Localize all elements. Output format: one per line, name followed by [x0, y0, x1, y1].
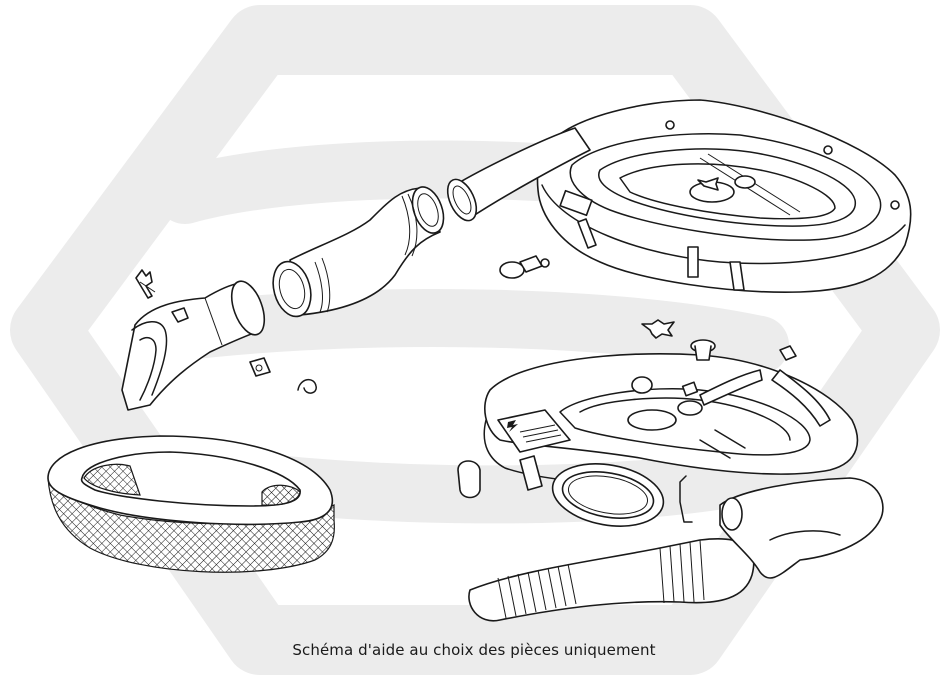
fresh-air-duct — [121, 280, 266, 411]
grommet — [499, 255, 797, 361]
spring-clip — [297, 378, 317, 394]
lock-nut — [249, 357, 271, 377]
wing-nut — [641, 319, 675, 339]
intake-elbow-hose — [272, 186, 445, 318]
clip-bracket — [135, 269, 156, 299]
hose-clamp — [457, 455, 693, 523]
air-cleaner-housing-base — [483, 353, 859, 487]
air-cleaner-housing-cover — [536, 99, 912, 293]
rubber-seal-ring — [551, 463, 665, 527]
diagram-caption: Schéma d'aide au choix des pièces unique… — [292, 641, 656, 659]
warning-label — [497, 409, 571, 453]
corrugated-hose — [468, 538, 755, 622]
intake-snorkel-tube — [446, 127, 591, 222]
pcv-hose — [719, 369, 884, 579]
air-filter-element — [47, 435, 335, 573]
